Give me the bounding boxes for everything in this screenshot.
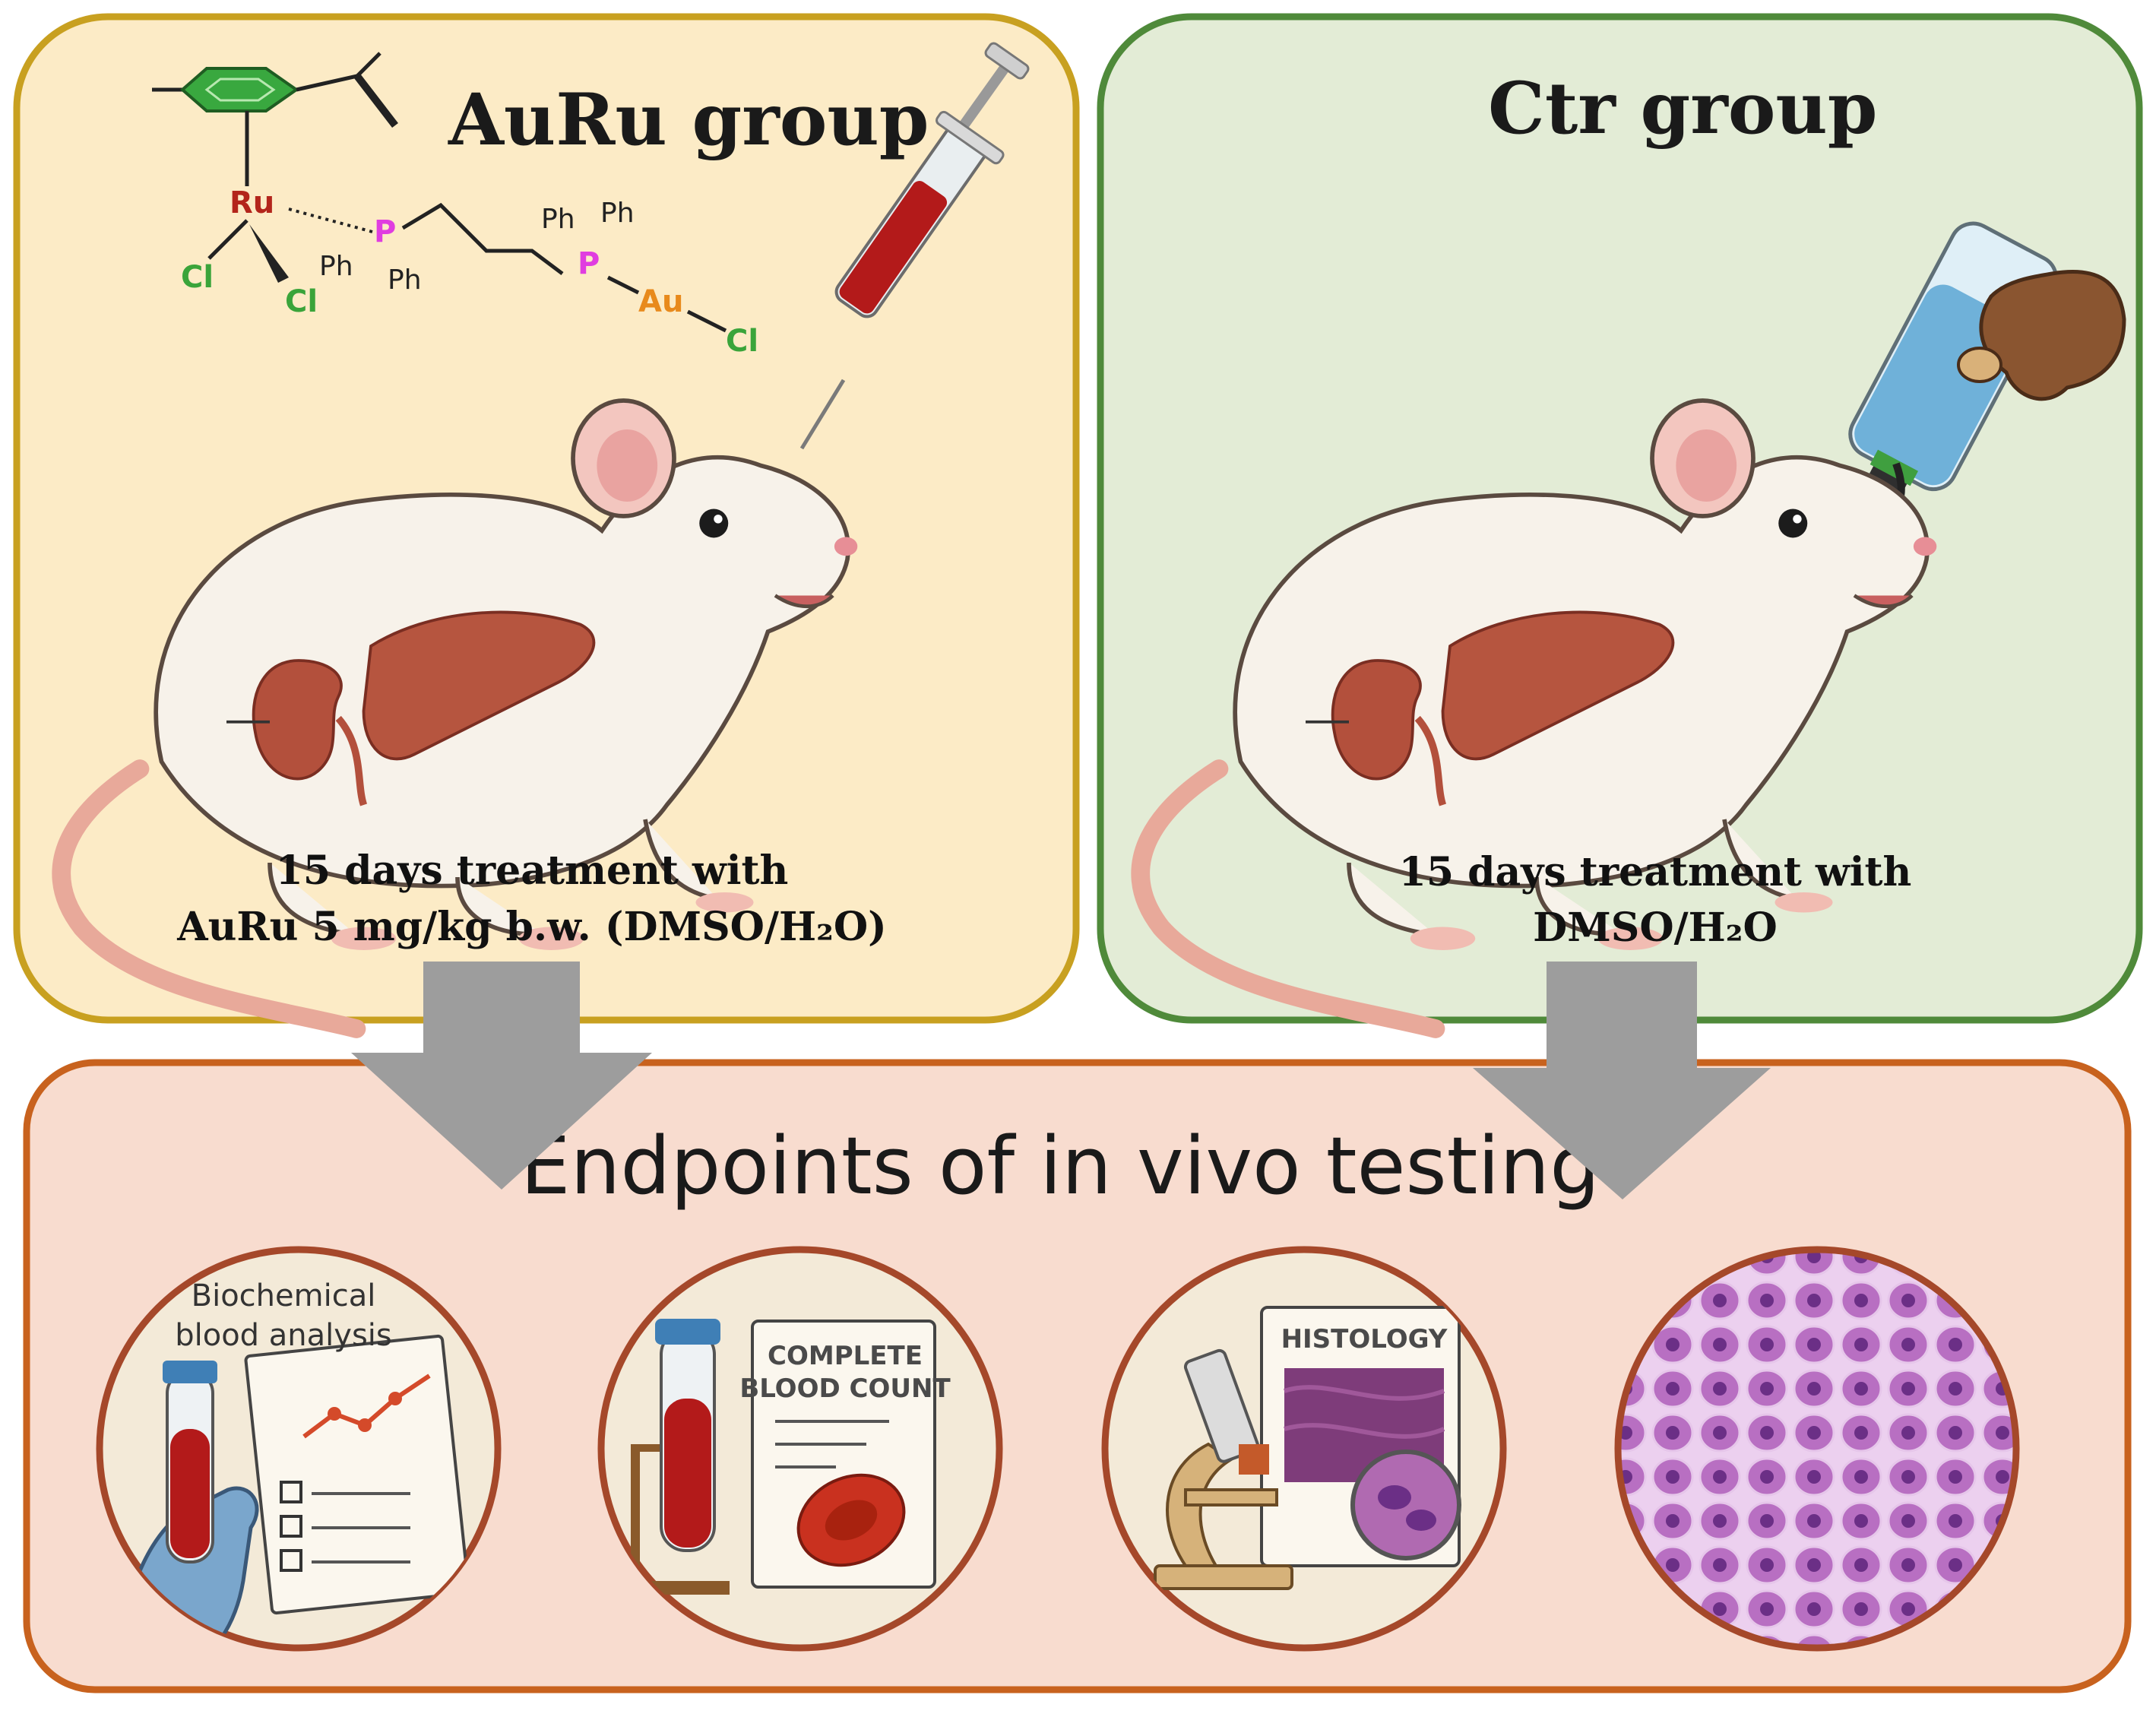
treated-caption-line-1: 15 days treatment with <box>276 847 789 894</box>
arrow-down-icon-control <box>1473 962 1771 1199</box>
endpoint-card-complete-blood-count: COMPLETE BLOOD COUNT <box>597 1246 1003 1652</box>
treated-panel: Ru Cl Cl P Ph Ph P Ph Ph Au Cl AuRu grou… <box>13 13 1080 1029</box>
arrow-down-icon-treated <box>351 962 652 1190</box>
ph-label-1: Ph <box>319 251 353 282</box>
biochemical-label-line-2: blood analysis <box>175 1318 392 1353</box>
ph-label-4: Ph <box>600 198 635 229</box>
control-panel: Ctr group 15 days treatment with DMSO/H₂… <box>1097 13 2143 1029</box>
p-atom-label-2: P <box>578 246 600 281</box>
cbc-label-line-2: BLOOD COUNT <box>739 1373 951 1404</box>
au-atom-label: Au <box>638 284 683 319</box>
endpoints-panel-box <box>23 1059 2132 1693</box>
endpoint-card-histology: HISTOLOGY <box>1101 1246 1507 1652</box>
endpoints-title: Endpoints of in vivo testing <box>521 1120 1600 1212</box>
ph-label-2: Ph <box>388 265 422 296</box>
treated-caption-line-2: AuRu 5 mg/kg b.w. (DMSO/H₂O) <box>176 904 887 950</box>
endpoints-panel: Endpoints of in vivo testing <box>23 1059 2132 1693</box>
complete-blood-count-icon <box>616 1319 936 1595</box>
ph-label-3: Ph <box>541 204 575 235</box>
cl-atom-label-1: Cl <box>181 260 214 295</box>
control-caption-line-1: 15 days treatment with <box>1399 849 1912 895</box>
cbc-label-line-1: COMPLETE <box>768 1341 923 1371</box>
control-panel-title: Ctr group <box>1488 67 1878 150</box>
ru-atom-label: Ru <box>230 185 274 220</box>
auru-molecule-structure: Ru Cl Cl P Ph Ph P Ph Ph Au Cl <box>152 52 758 359</box>
p-atom-label-1: P <box>374 214 396 249</box>
cl-atom-label-3: Cl <box>726 324 758 359</box>
endpoint-card-tissue-micrograph <box>1614 1246 2020 1652</box>
syringe-icon <box>799 42 1030 450</box>
treated-panel-title: AuRu group <box>448 78 929 162</box>
biochemical-label-line-1: Biochemical <box>192 1278 376 1313</box>
cl-atom-label-2: Cl <box>285 284 318 319</box>
histology-icon <box>1154 1306 1461 1590</box>
tissue-micrograph-icon <box>1621 1253 2013 1645</box>
control-caption-line-2: DMSO/H₂O <box>1533 905 1778 951</box>
histology-label: HISTOLOGY <box>1281 1324 1448 1354</box>
hand-icon <box>1957 270 2126 401</box>
